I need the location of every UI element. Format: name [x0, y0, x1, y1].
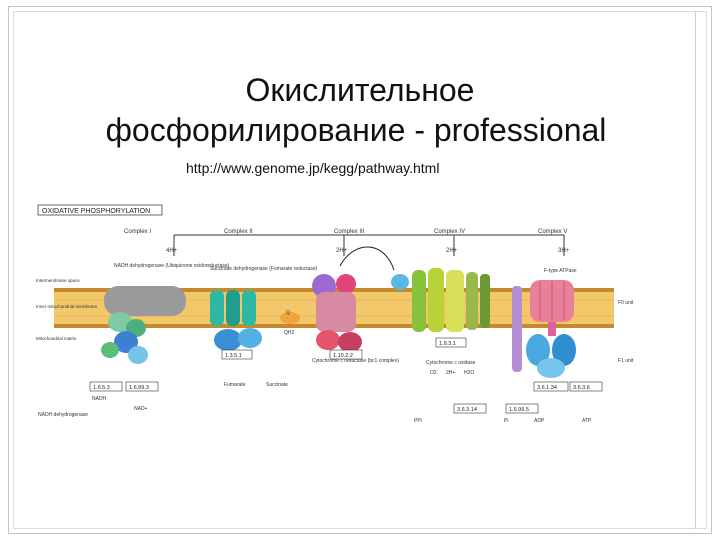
- ec-box-2: 1.6.99.3: [129, 385, 149, 391]
- side-label-f0: F0 unit: [618, 300, 634, 306]
- oxidative-phosphorylation-diagram: OXIDATIVE PHOSPHORYLATION Complex I Comp…: [34, 200, 646, 426]
- metabolite-2h: 2H+: [446, 370, 455, 376]
- complex-label-2: Complex II: [224, 229, 253, 235]
- ec-box-9: 1.6.99.5: [509, 407, 529, 413]
- ec-box-3: 1.3.5.1: [225, 353, 242, 359]
- diagram-header: OXIDATIVE PHOSPHORYLATION: [42, 208, 150, 215]
- metabolite-ppi: PPi: [414, 418, 422, 424]
- metabolite-h2o: H2O: [464, 370, 474, 376]
- complex-label-4: Complex IV: [434, 229, 465, 235]
- metabolite-fumarate: Fumarate: [224, 382, 246, 388]
- metabolite-nad: NAD+: [134, 406, 148, 412]
- proton-label-3: 2H+: [446, 248, 458, 254]
- ec-box-1: 1.6.5.3: [93, 385, 110, 391]
- metabolite-qh2: QH2: [284, 330, 295, 336]
- metabolite-pi: Pi: [504, 418, 508, 424]
- side-label-f1: F1 unit: [618, 358, 634, 364]
- proton-label-4: 3H+: [558, 248, 570, 254]
- metabolite-succinate: Succinate: [266, 382, 288, 388]
- metabolite-q: Q: [286, 310, 290, 316]
- metabolite-o2: O2: [430, 370, 437, 376]
- metabolite-atp: ATP: [582, 418, 592, 424]
- side-label-intermembrane: Intermembrane space: [36, 278, 80, 283]
- metabolite-adp: ADP: [534, 418, 545, 424]
- ec-box-8: 3.6.3.14: [457, 407, 477, 413]
- ec-box-7: 3.6.3.6: [573, 385, 590, 391]
- complex-label-3: Complex III: [334, 229, 365, 235]
- ec-box-5: 1.9.3.1: [439, 341, 456, 347]
- side-label-membrane: Inner mitochondrial membrane: [36, 304, 98, 309]
- complex-label-1: Complex I: [124, 229, 151, 235]
- c5-enzyme-name: F-type ATPase: [544, 268, 577, 274]
- c4-enzyme-name: Cytochrome c oxidase: [426, 360, 476, 366]
- source-url[interactable]: http://www.genome.jp/kegg/pathway.html: [186, 160, 439, 176]
- proton-label-1: 4H+: [166, 248, 178, 254]
- diagram-footer: NADH dehydrogenase: [38, 412, 88, 418]
- ec-box-4: 1.10.2.2: [333, 353, 353, 359]
- slide-title-line1: Окислительное: [0, 72, 720, 109]
- slide-title-line2: фосфорилирование - professional: [0, 112, 716, 149]
- ec-box-6: 3.6.1.34: [537, 385, 557, 391]
- proton-label-2: 2H+: [336, 248, 348, 254]
- metabolite-nadh: NADH: [92, 396, 107, 402]
- c2-enzyme-name: Succinate dehydrogenase (Fumarate reduct…: [210, 266, 318, 272]
- side-label-matrix: Mitochondrial matrix: [36, 336, 77, 341]
- cytochrome-c: [391, 274, 409, 290]
- quinone-pool: [280, 312, 300, 324]
- complex-label-5: Complex V: [538, 229, 567, 235]
